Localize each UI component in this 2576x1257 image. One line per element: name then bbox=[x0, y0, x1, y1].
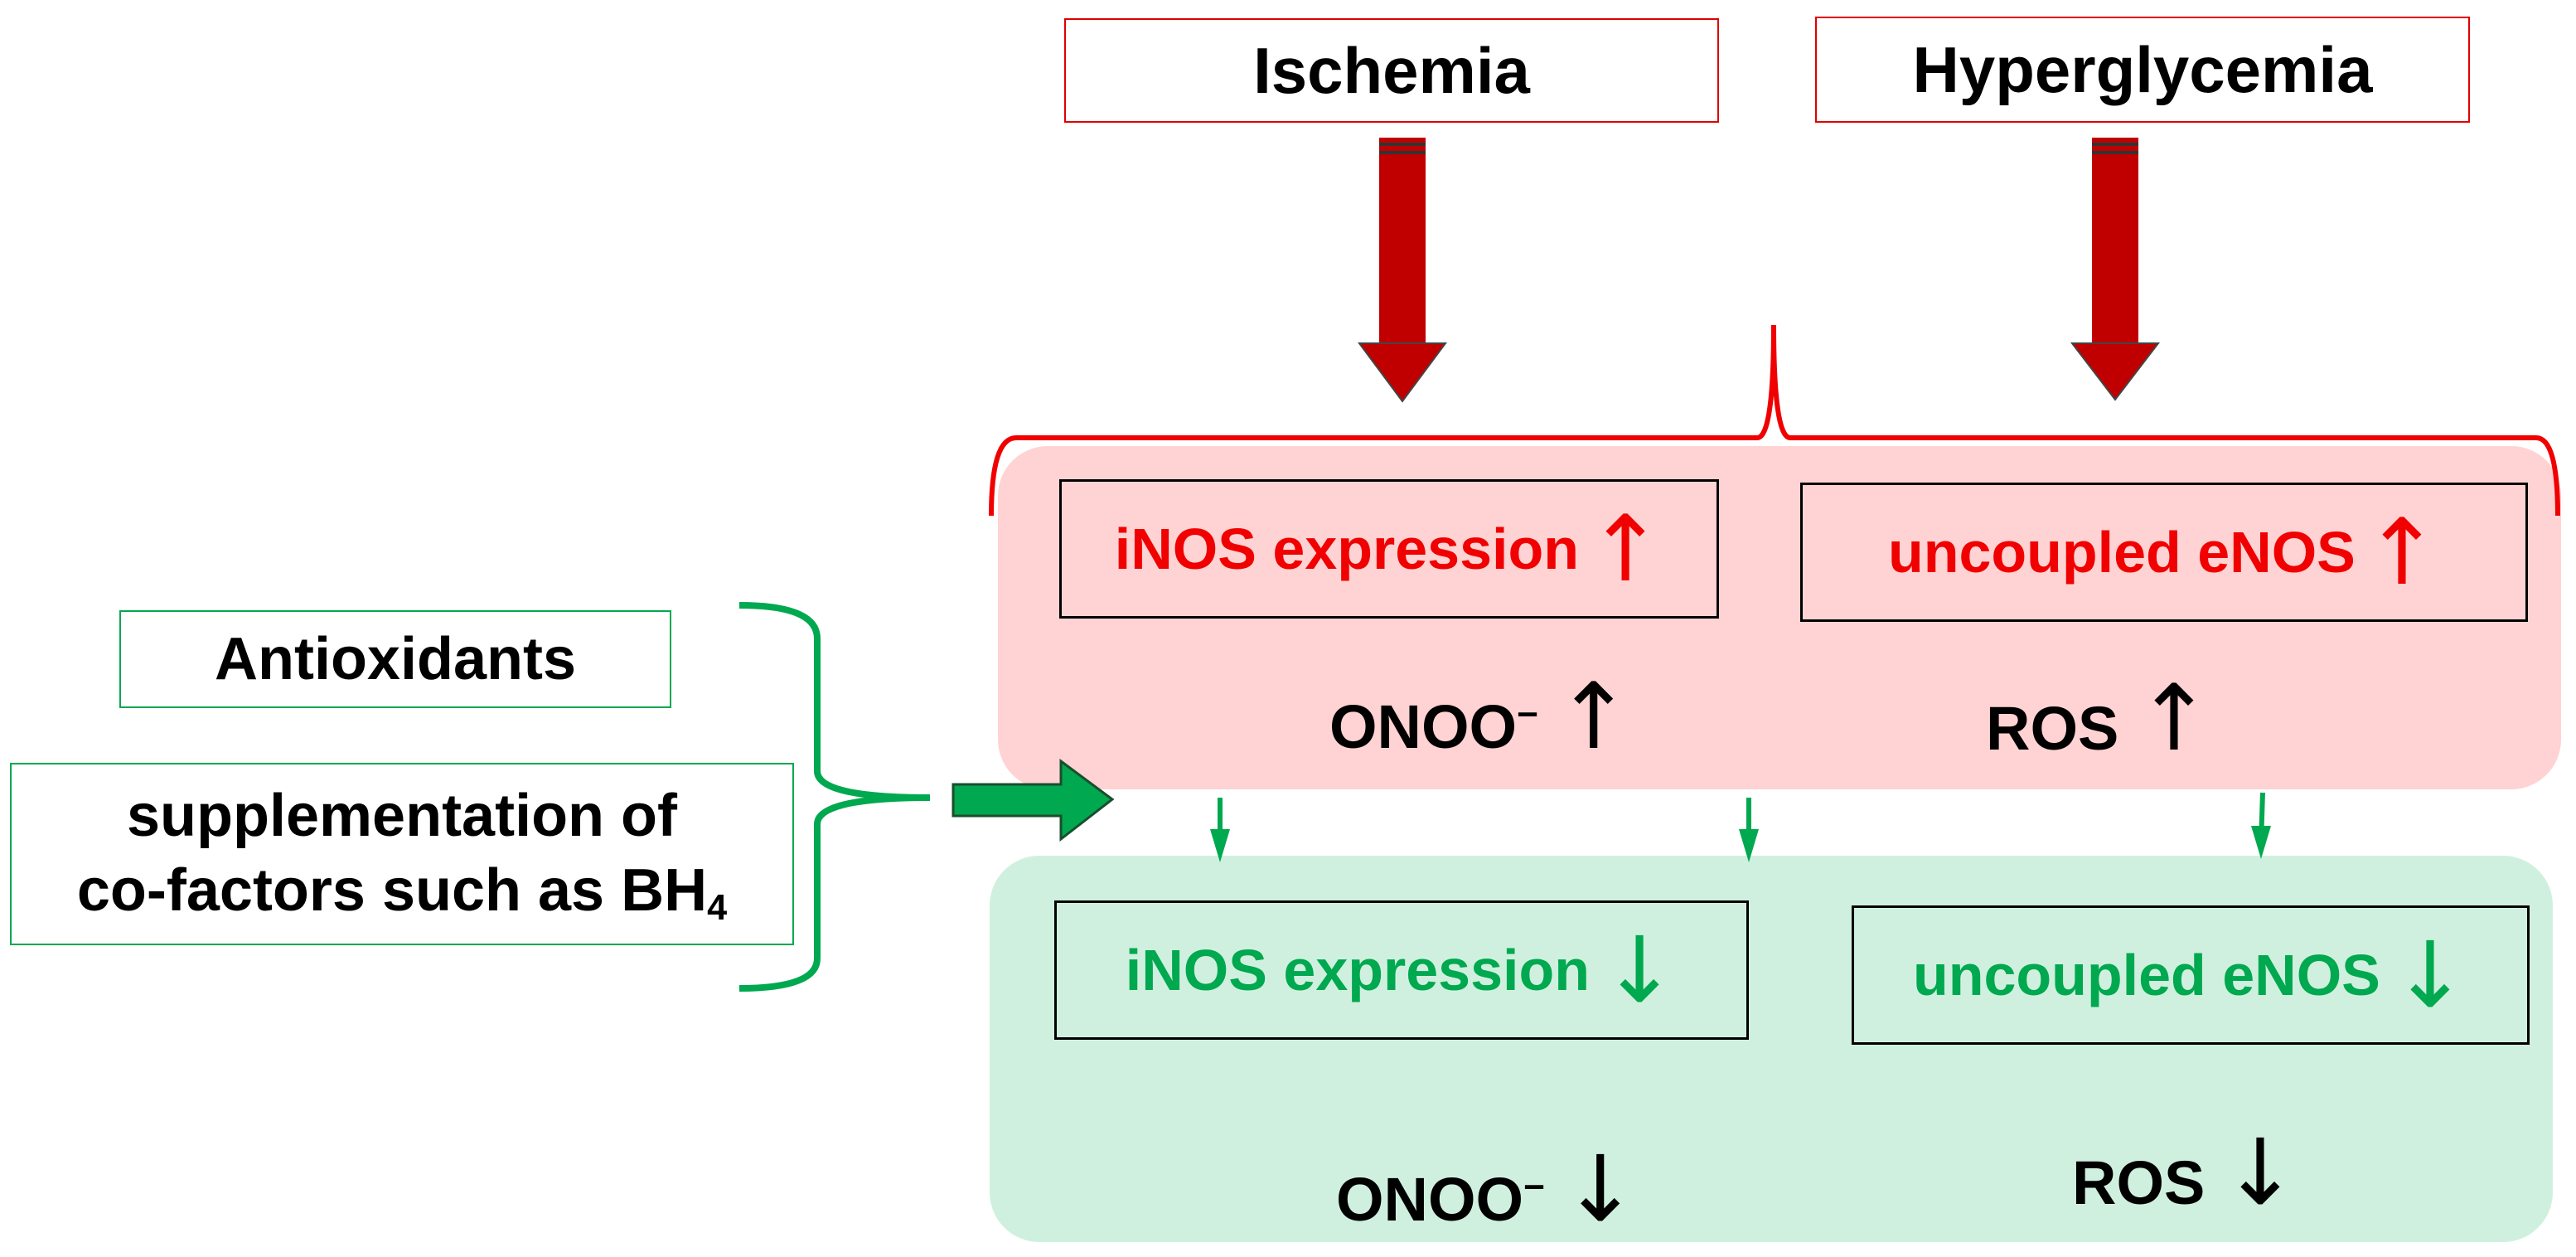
inos-up-label: iNOS expression bbox=[1114, 517, 1580, 581]
onoo-up-label: ONOO bbox=[1329, 692, 1518, 761]
hyperglycemia-box: Hyperglycemia bbox=[1815, 17, 2470, 123]
hyperglycemia-label: Hyperglycemia bbox=[1912, 32, 2373, 106]
down-arrow-icon: ↓ bbox=[2221, 1119, 2299, 1225]
antioxidants-label: Antioxidants bbox=[214, 626, 576, 692]
onoo-down: ONOO− ↓ bbox=[1336, 1136, 1639, 1242]
onoo-down-connector-icon bbox=[1739, 798, 1759, 862]
ischemia-box: Ischemia bbox=[1064, 18, 1719, 123]
onoo-down-label: ONOO bbox=[1336, 1165, 1524, 1234]
bh4-subscript: 4 bbox=[707, 887, 728, 928]
ros-down: ROS ↓ bbox=[2072, 1119, 2298, 1225]
up-arrow-icon: ↑ bbox=[1555, 663, 1632, 769]
intervention-arrow-icon bbox=[951, 759, 1115, 842]
onoo-up: ONOO− ↑ bbox=[1329, 663, 1632, 769]
enos-down-label: uncoupled eNOS bbox=[1912, 943, 2380, 1007]
inos-down-label: iNOS expression bbox=[1125, 938, 1591, 1002]
inos-down-connector-icon bbox=[1210, 798, 1230, 862]
supplementation-line2: co-factors such as BH4 bbox=[77, 853, 727, 930]
ischemia-arrow-icon bbox=[1358, 138, 1447, 403]
onoo-down-charge: − bbox=[1523, 1167, 1546, 1208]
hyperglycemia-arrow-icon bbox=[2070, 138, 2161, 401]
ros-up: ROS ↑ bbox=[1986, 665, 2212, 771]
up-arrow-icon: ↑ bbox=[2363, 499, 2441, 605]
ros-up-label: ROS bbox=[1986, 694, 2119, 763]
ros-down-label: ROS bbox=[2072, 1148, 2206, 1217]
cofactor-supplementation-box: supplementation of co-factors such as BH… bbox=[10, 763, 794, 945]
inos-up-box: iNOS expression ↑ bbox=[1059, 479, 1719, 619]
convergence-brace-icon bbox=[989, 324, 2560, 517]
enos-down-connector-icon bbox=[2251, 792, 2271, 859]
up-arrow-icon: ↑ bbox=[2135, 665, 2213, 771]
downregulation-panel bbox=[990, 856, 2553, 1242]
supplementation-line1: supplementation of bbox=[127, 782, 677, 849]
intervention-brace-icon bbox=[738, 602, 931, 992]
enos-up-label: uncoupled eNOS bbox=[1887, 520, 2356, 585]
enos-down-box: uncoupled eNOS ↓ bbox=[1852, 905, 2530, 1045]
down-arrow-icon: ↓ bbox=[1601, 917, 1678, 1023]
inos-down-box: iNOS expression ↓ bbox=[1054, 900, 1749, 1040]
enos-up-box: uncoupled eNOS ↑ bbox=[1800, 483, 2528, 622]
down-arrow-icon: ↓ bbox=[2391, 922, 2469, 1028]
up-arrow-icon: ↑ bbox=[1587, 496, 1664, 602]
ischemia-label: Ischemia bbox=[1253, 33, 1530, 107]
supplementation-line2-text: co-factors such as BH bbox=[76, 857, 708, 924]
antioxidants-box: Antioxidants bbox=[119, 610, 671, 708]
down-arrow-icon: ↓ bbox=[1562, 1136, 1639, 1242]
onoo-up-charge: − bbox=[1517, 694, 1539, 735]
